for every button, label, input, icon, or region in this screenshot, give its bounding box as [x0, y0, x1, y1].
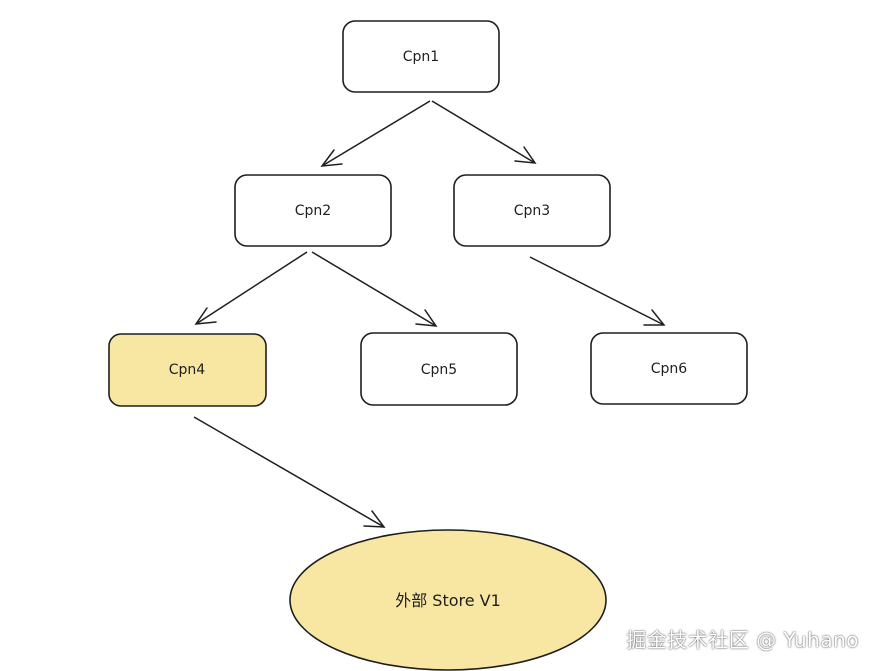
node-label-cpn5: Cpn5	[421, 362, 457, 378]
node-label-cpn2: Cpn2	[295, 203, 331, 219]
node-cpn2: Cpn2	[234, 174, 392, 247]
node-store: 外部 Store V1	[289, 529, 607, 671]
node-label-cpn4: Cpn4	[169, 362, 206, 378]
node-label-cpn1: Cpn1	[403, 49, 439, 65]
node-cpn5: Cpn5	[360, 332, 518, 406]
watermark: 掘金技术社区 @ Yuhano	[626, 628, 859, 652]
edge-cpn2-cpn4	[194, 251, 308, 325]
node-cpn1: Cpn1	[342, 20, 500, 93]
edge-cpn4-store	[193, 416, 386, 528]
edge-cpn3-cpn6	[529, 256, 666, 326]
node-cpn4: Cpn4	[108, 333, 267, 407]
edge-cpn2-cpn5	[311, 251, 438, 327]
node-label-cpn6: Cpn6	[651, 361, 688, 377]
node-label-cpn3: Cpn3	[514, 203, 550, 219]
store-label: 外部 Store V1	[395, 591, 501, 610]
edge-cpn1-cpn2	[320, 100, 431, 167]
edge-cpn1-cpn3	[431, 100, 537, 164]
node-cpn6: Cpn6	[590, 332, 748, 405]
node-cpn3: Cpn3	[453, 174, 611, 247]
